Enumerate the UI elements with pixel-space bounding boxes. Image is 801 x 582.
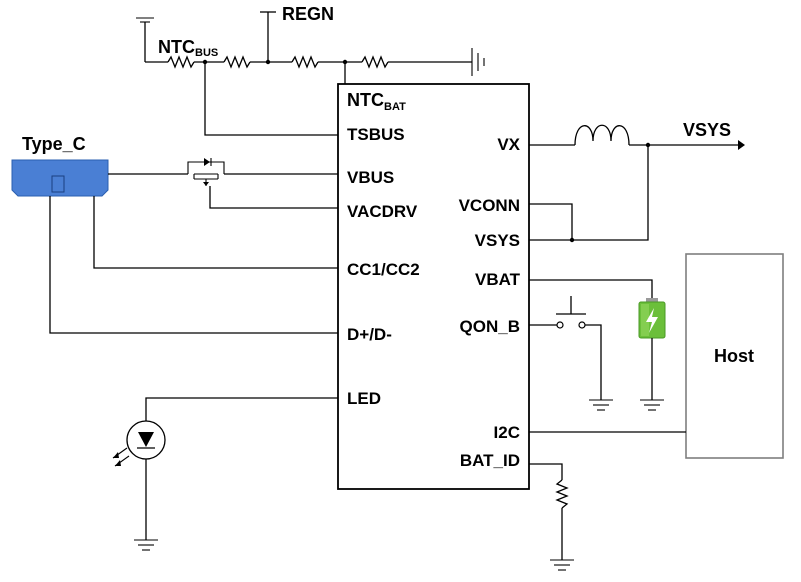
pin-vacdrv: VACDRV [347, 202, 418, 221]
ground-icon [134, 539, 158, 551]
pin-vx: VX [497, 135, 520, 154]
pin-vconn: VCONN [459, 196, 520, 215]
pin-bat-id: BAT_ID [460, 451, 520, 470]
inductor-icon [574, 124, 630, 146]
usb-c-connector [11, 159, 109, 197]
pin-vbus: VBUS [347, 168, 394, 187]
resistor-icon [167, 55, 195, 69]
pin-qon-b: QON_B [460, 317, 520, 336]
ground-icon [471, 48, 485, 76]
pin-vsys: VSYS [475, 231, 520, 250]
pin-vbat: VBAT [475, 270, 521, 289]
pin-cc1-cc2: CC1/CC2 [347, 260, 420, 279]
host-box [685, 253, 784, 459]
led-icon [112, 420, 166, 467]
ground-icon [640, 399, 664, 411]
type-c-label: Type_C [22, 134, 86, 154]
pushbutton-icon [556, 296, 586, 329]
resistor-icon [291, 55, 319, 69]
ground-icon [136, 17, 154, 62]
regn-label: REGN [282, 4, 334, 24]
mosfet-icon [187, 158, 225, 186]
ntc-bus-label: NTCBUS [158, 37, 218, 59]
pin-led: LED [347, 389, 381, 408]
host-label: Host [714, 346, 754, 366]
vsys-output-label: VSYS [683, 120, 731, 140]
ground-icon [589, 399, 613, 411]
pin-dp-dm: D+/D- [347, 325, 392, 344]
resistor-icon [223, 55, 251, 69]
ground-icon [550, 559, 574, 571]
pin-tsbus: TSBUS [347, 125, 405, 144]
pin-i2c: I2C [494, 423, 520, 442]
resistor-icon [361, 55, 389, 69]
resistor-icon [555, 479, 569, 509]
charger-ic [337, 83, 530, 490]
ntc-bat-label: NTCBAT [347, 90, 406, 113]
battery-icon [638, 298, 666, 339]
